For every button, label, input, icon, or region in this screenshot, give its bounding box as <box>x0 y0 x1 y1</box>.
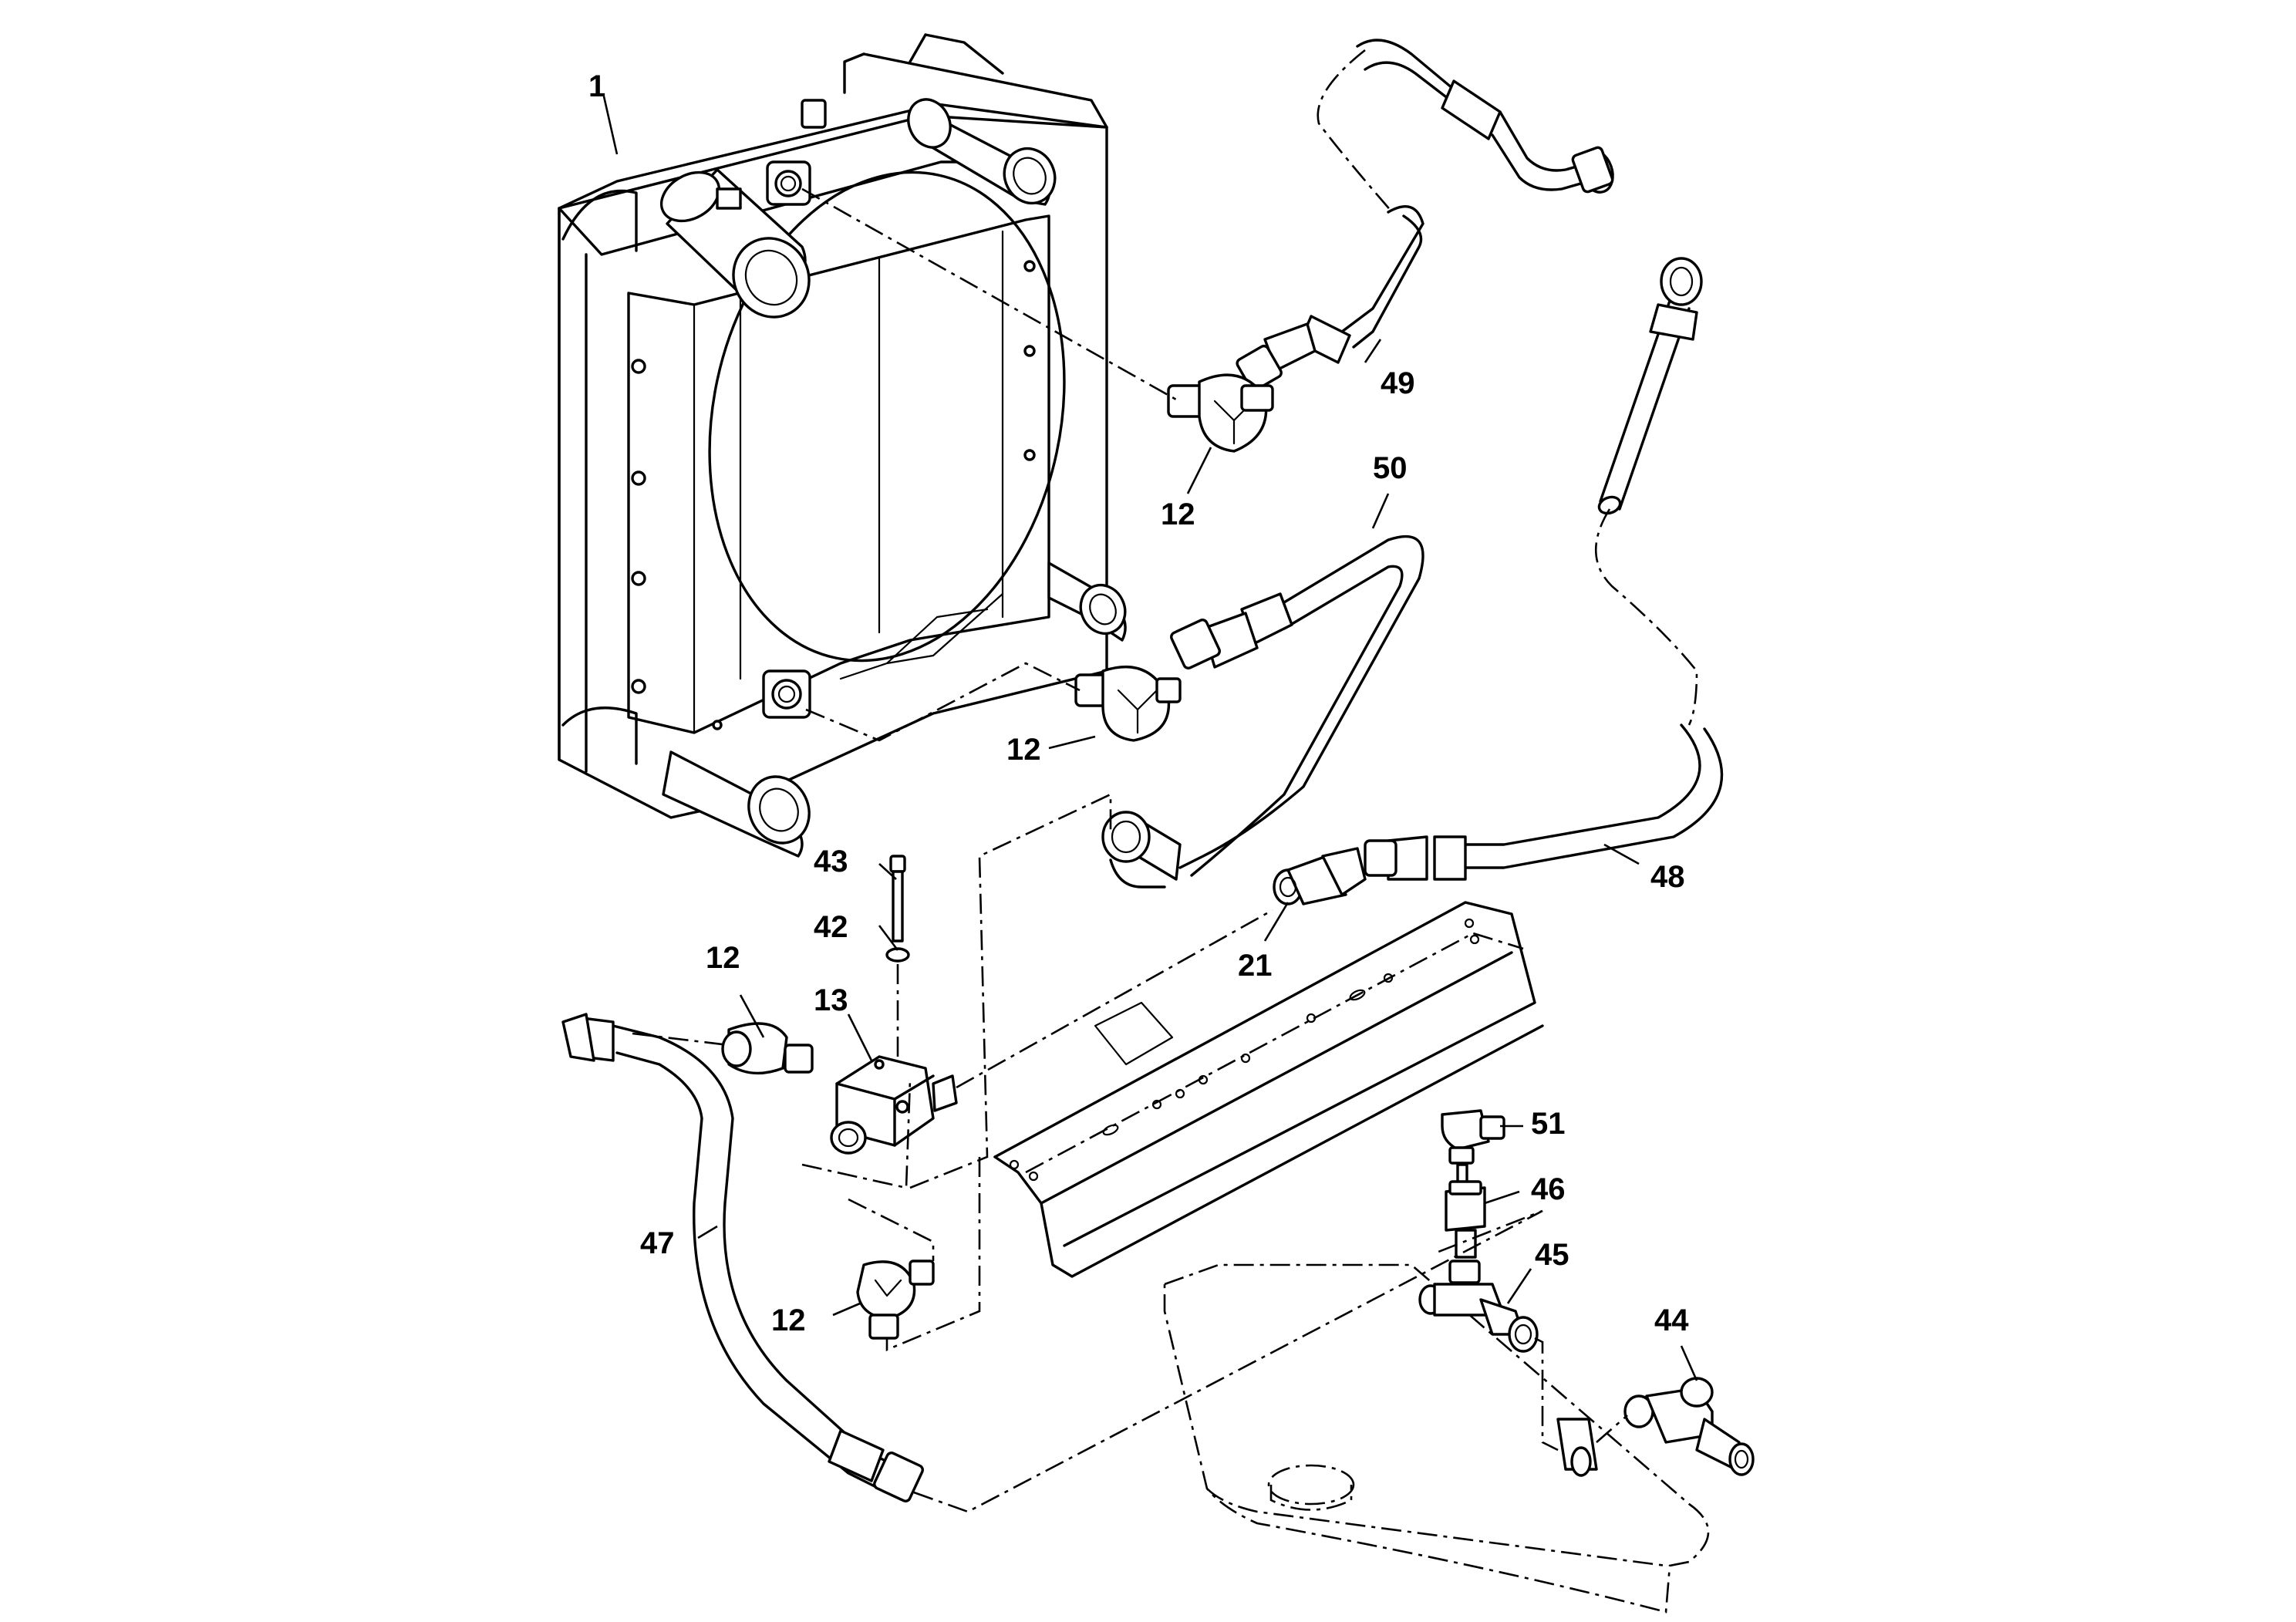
callout-51: 51 <box>1531 1107 1566 1141</box>
elbow-12-block <box>721 1022 814 1075</box>
hose-50 <box>1101 535 1424 889</box>
elbow-12-bottom <box>856 1259 935 1340</box>
callout-21: 21 <box>1238 949 1273 983</box>
radiator-assembly <box>558 33 1127 858</box>
bolt-43 <box>889 855 906 943</box>
base-plate <box>1163 1263 1710 1614</box>
connector-21 <box>1273 847 1367 905</box>
elbow-12-middle <box>1074 665 1182 742</box>
washer-42 <box>885 947 910 963</box>
callout-48: 48 <box>1650 860 1685 894</box>
callout-13: 13 <box>814 983 848 1017</box>
callout-12-block: 12 <box>706 941 740 975</box>
callout-50: 50 <box>1373 451 1408 485</box>
callout-44: 44 <box>1654 1303 1689 1337</box>
upper-oil-port <box>766 160 811 206</box>
hose-47 <box>561 1013 924 1502</box>
top-cap <box>801 99 827 129</box>
lower-right-pipe <box>1047 561 1127 642</box>
callout-12-top: 12 <box>1161 497 1195 531</box>
elbow-12-top <box>1167 373 1274 453</box>
lower-left-pipe <box>662 750 811 858</box>
adapter-46 <box>1445 1163 1486 1259</box>
elbow-51 <box>1441 1109 1505 1165</box>
mounting-plate <box>993 901 1544 1278</box>
callout-12-middle: 12 <box>1006 733 1041 767</box>
callout-42: 42 <box>814 910 848 944</box>
upper-left-pipe <box>659 168 811 319</box>
upper-right-pipe <box>907 98 1057 206</box>
callout-12-bottom: 12 <box>771 1303 806 1337</box>
callout-1: 1 <box>588 69 605 103</box>
callout-45: 45 <box>1535 1238 1569 1272</box>
tee-45 <box>1418 1259 1539 1353</box>
tee-44 <box>1623 1377 1755 1476</box>
callout-47: 47 <box>640 1226 675 1260</box>
hose-49 <box>1236 39 1614 392</box>
callout-43: 43 <box>814 845 848 878</box>
lower-oil-port <box>762 669 811 719</box>
bracket-tab <box>1556 1418 1598 1477</box>
callout-49: 49 <box>1381 366 1415 400</box>
hose-48 <box>1364 257 1724 881</box>
block-13 <box>830 1055 958 1155</box>
callout-46: 46 <box>1531 1172 1566 1206</box>
radiator-bolts <box>631 260 1036 730</box>
top-bracket <box>716 187 742 210</box>
